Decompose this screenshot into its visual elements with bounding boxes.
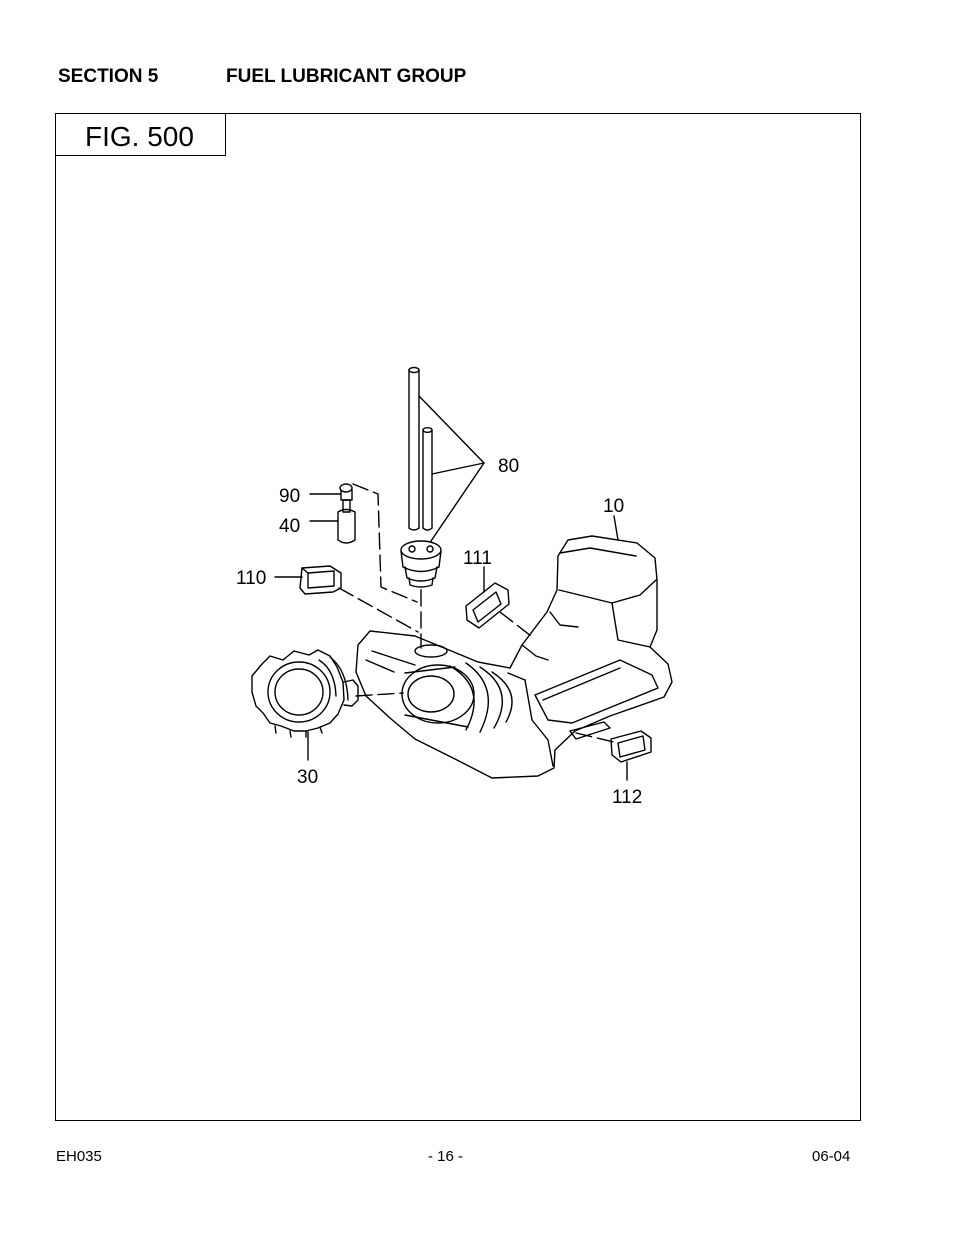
leader-10 xyxy=(613,515,619,541)
leader-80b xyxy=(430,462,485,542)
section-number: SECTION 5 xyxy=(58,66,159,87)
callout-110: 110 xyxy=(236,568,266,589)
callout-30: 30 xyxy=(297,767,318,788)
section-title: FUEL LUBRICANT GROUP xyxy=(226,66,467,87)
fuel-tube-short xyxy=(422,427,433,531)
callout-10: 10 xyxy=(603,496,624,517)
assembly-lines xyxy=(338,483,615,743)
callout-112: 112 xyxy=(612,787,642,808)
grommet-110 xyxy=(299,565,342,595)
figure-label: FIG. 500 xyxy=(85,121,194,152)
callout-40: 40 xyxy=(279,516,300,537)
figure-frame xyxy=(55,113,861,1121)
callout-111: 111 xyxy=(463,548,492,569)
revision-date: 06-04 xyxy=(812,1148,851,1165)
grommet-111 xyxy=(465,582,510,629)
fuel-filter xyxy=(337,483,356,544)
fuel-tank xyxy=(355,535,673,779)
fuel-cap xyxy=(251,649,359,738)
page-number: - 16 - xyxy=(428,1148,464,1165)
fuel-tube-long xyxy=(408,366,420,531)
callout-90: 90 xyxy=(279,486,300,507)
callout-80: 80 xyxy=(498,456,519,477)
leader-80a xyxy=(418,395,485,475)
figure-label-box xyxy=(55,113,226,156)
document-id: EH035 xyxy=(56,1148,102,1165)
tube-grommet xyxy=(400,540,442,588)
grommet-112 xyxy=(610,730,652,763)
